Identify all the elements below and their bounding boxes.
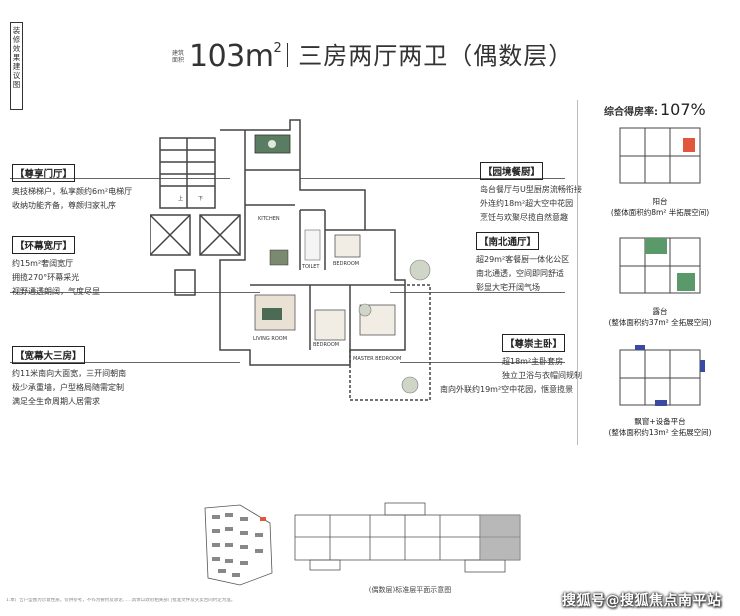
feature-title: 【环幕宽厅】 <box>12 236 76 254</box>
feature-line: 超18m²主卧套房 <box>502 357 564 366</box>
guide-line <box>10 292 260 293</box>
room-label-living: LIVING ROOM <box>253 336 287 342</box>
ratio-label: 综合得房率: <box>604 107 658 118</box>
floor-plan-caption: (偶数层)标准层平面示意图 <box>368 586 452 594</box>
mini-label: 飘窗+设备平台 <box>634 417 686 426</box>
feature-line: 收纳功能齐备，尊颜归家礼序 <box>12 201 116 210</box>
feature-line: 外连约18m²超大空中花园 <box>480 199 574 208</box>
efficiency-ratio: 综合得房率: 107% <box>604 100 706 119</box>
watermark: 搜狐号@搜狐焦点南平站 <box>562 593 722 609</box>
feature-line: 奥技梯梯户，私享颜约6m²电梯厅 <box>12 187 133 196</box>
site-plan <box>204 504 273 586</box>
feature-title: 【尊崇主卧】 <box>502 334 566 352</box>
ratio-value: 107% <box>660 100 706 119</box>
feature-through-hall: 【南北通厅】 超29m²客餐厨一体化公区 南北通透，空间即同舒适 彰显大宅开阔气… <box>476 230 569 295</box>
layout-name: 三房两厅两卫（偶数层） <box>298 42 574 70</box>
feature-line: 极少承重墙，户型格局随需定制 <box>12 383 124 392</box>
feature-entrance: 【尊享门厅】 奥技梯梯户，私享颜约6m²电梯厅 收纳功能齐备，尊颜归家礼序 <box>12 162 132 213</box>
feature-line: 岛台餐厅与U型厨房流畅衔接 <box>480 185 582 194</box>
feature-line: 彰显大宅开阔气场 <box>476 283 540 292</box>
room-label-toilet: TOILET <box>301 264 320 270</box>
feature-title: 【南北通厅】 <box>476 232 540 250</box>
floor-plan: 上 下 KITCHEN TOILET BEDROOM LIVING ROOM B… <box>150 119 431 401</box>
mini-plan-balcony <box>619 127 701 184</box>
mini-caption: 阳台 (整体面积约8m² 半拓展空间) <box>600 196 720 218</box>
mini-plan-terrace <box>619 237 701 294</box>
title-divider <box>287 43 289 67</box>
stair-down-label: 下 <box>198 196 203 202</box>
mini-note: (整体面积约37m² 全拓展空间) <box>608 318 712 327</box>
guide-line <box>10 362 240 363</box>
mini-label: 露台 <box>652 307 668 316</box>
guide-line <box>400 362 565 363</box>
room-label-bedroom-2: BEDROOM <box>313 342 339 348</box>
feature-title: 【尊享门厅】 <box>12 164 76 182</box>
feature-living: 【环幕宽厅】 约15m²奢阔宽厅 拥揽270°环幕采光 视野通透朗阔，气度尽显 <box>12 234 100 299</box>
feature-line: 超29m²客餐厨一体化公区 <box>476 255 570 264</box>
divider-line <box>577 100 578 445</box>
guide-line <box>390 292 565 293</box>
feature-dining: 【园境餐厨】 岛台餐厅与U型厨房流畅衔接 外连约18m²超大空中花园 烹饪与欢聚… <box>480 160 582 225</box>
feature-line: 视野通透朗阔，气度尽显 <box>12 287 100 296</box>
area-value: 103m2 <box>189 39 282 74</box>
feature-title: 【宽幕大三房】 <box>12 346 85 364</box>
mini-note: (整体面积约13m² 全拓展空间) <box>608 428 712 437</box>
side-label-note <box>27 22 36 102</box>
page-title: 建筑面积 103m2 三房两厅两卫（偶数层） <box>170 34 573 74</box>
elevator-1 <box>150 214 191 256</box>
feature-line: 拥揽270°环幕采光 <box>12 273 80 282</box>
mini-note: (整体面积约8m² 半拓展空间) <box>610 208 710 217</box>
stair-up-label: 上 <box>178 195 183 202</box>
feature-bedrooms: 【宽幕大三房】 约11米南向大面宽，三开间朝南 极少承重墙，户型格局随需定制 满… <box>12 344 126 409</box>
feature-master: 【尊崇主卧】 超18m²主卧套房 独立卫浴与衣帽间规制 南向外联约19m²空中花… <box>440 332 582 397</box>
mini-caption: 飘窗+设备平台 (整体面积约13m² 全拓展空间) <box>600 416 720 438</box>
feature-line: 约11米南向大面宽，三开间朝南 <box>12 369 127 378</box>
room-label-master: MASTER BEDROOM <box>353 356 401 362</box>
mini-caption: 露台 (整体面积约37m² 全拓展空间) <box>600 306 720 328</box>
area-tag: 建筑面积 <box>171 50 184 64</box>
standard-floor-plan <box>294 502 521 573</box>
feature-line: 南向外联约19m²空中花园，惬意揽景 <box>440 385 574 394</box>
elevator-2 <box>199 214 241 256</box>
feature-line: 烹饪与欢聚尽揽自然意趣 <box>480 213 568 222</box>
feature-line: 约15m²奢阔宽厅 <box>12 259 74 268</box>
guide-line <box>10 178 230 179</box>
room-label-bedroom-1: BEDROOM <box>333 261 359 267</box>
guide-line <box>300 178 565 179</box>
feature-line: 独立卫浴与衣帽间规制 <box>502 371 582 380</box>
feature-title: 【园境餐厨】 <box>480 162 544 180</box>
side-label: 装修效果建议图 <box>10 22 23 110</box>
feature-line: 满足全生命周期人居需求 <box>12 397 100 406</box>
room-label-kitchen: KITCHEN <box>258 216 280 222</box>
mini-plan-baywindow <box>619 345 705 406</box>
disclaimer: 1.本广告户型图为示意性质，仅供参考，不作为要约及承诺……具体以政府相关部门批准… <box>6 598 236 603</box>
mini-label: 阳台 <box>652 197 668 206</box>
feature-line: 南北通透，空间即同舒适 <box>476 269 564 278</box>
